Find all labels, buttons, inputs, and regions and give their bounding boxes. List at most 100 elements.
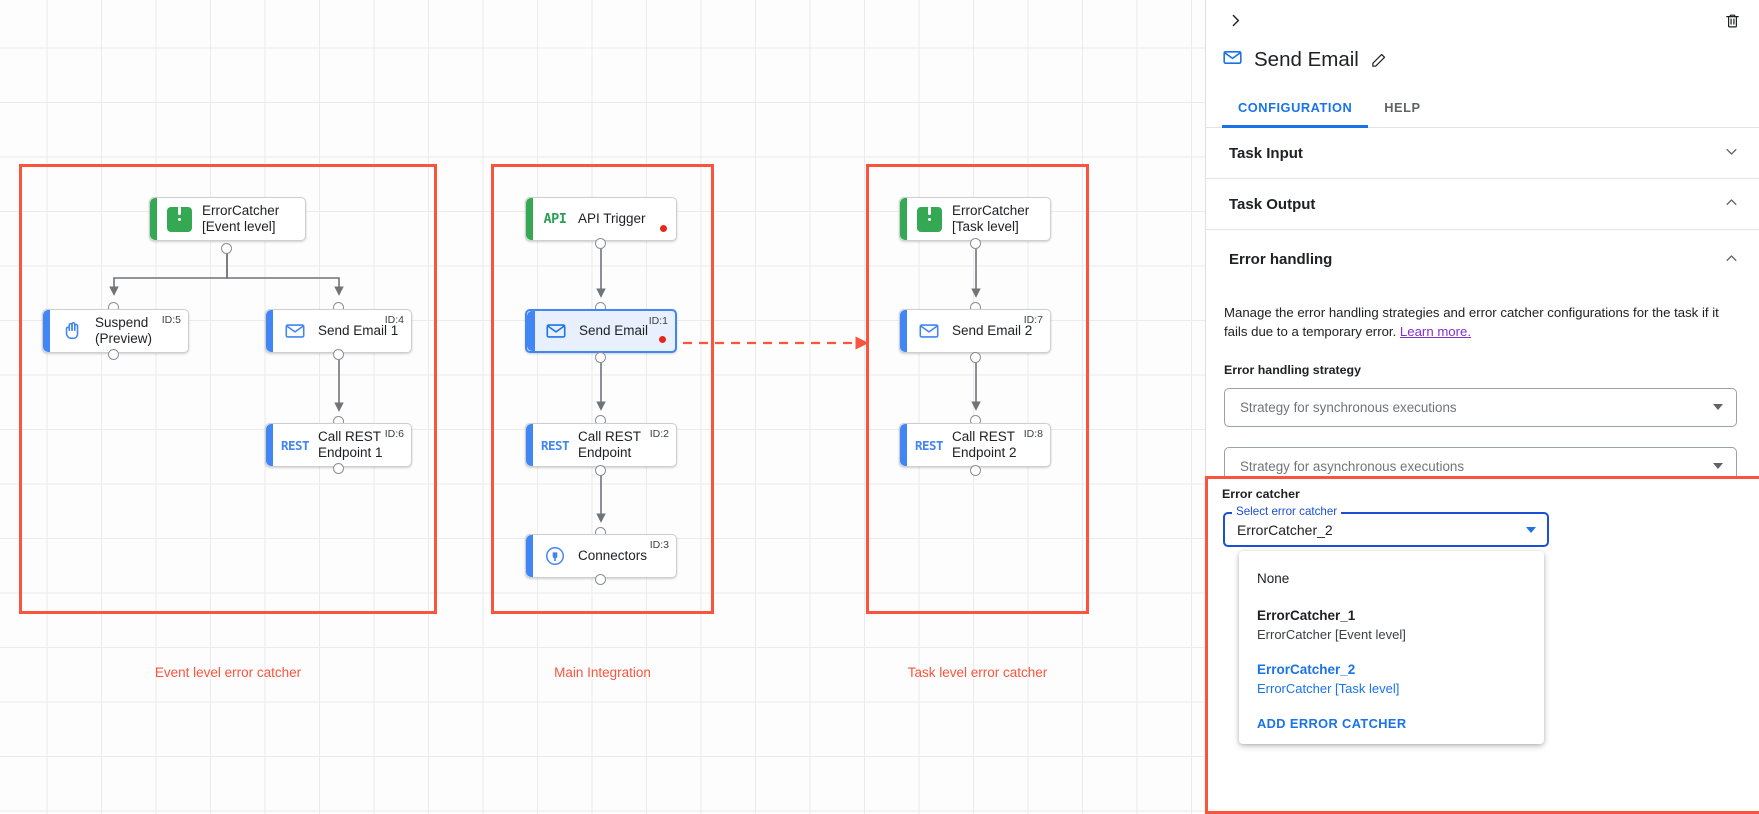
group-frame-task-level xyxy=(866,164,1089,614)
dropdown-option-none[interactable]: None xyxy=(1239,565,1544,594)
api-icon: API xyxy=(543,211,567,227)
learn-more-link[interactable]: Learn more. xyxy=(1399,324,1472,340)
node-accent-bar xyxy=(43,310,50,352)
option-primary-label: ErrorCatcher_1 xyxy=(1257,607,1356,623)
node-port-out[interactable] xyxy=(595,238,606,249)
node-send-email[interactable]: Send Email ID:1 xyxy=(525,309,677,353)
error-handling-strategy-label: Error handling strategy xyxy=(1224,362,1362,377)
dropdown-option-errorcatcher-1[interactable]: ErrorCatcher_1 ErrorCatcher [Event level… xyxy=(1239,594,1544,649)
select-error-catcher-value: ErrorCatcher_2 xyxy=(1237,521,1333,538)
node-label: Call REST Endpoint xyxy=(578,429,642,460)
error-handling-body: Manage the error handling strategies and… xyxy=(1206,289,1759,486)
section-label: Task Input xyxy=(1229,144,1303,162)
node-label: API Trigger xyxy=(578,211,646,227)
chevron-right-icon[interactable] xyxy=(1222,7,1248,33)
node-id-label: ID:4 xyxy=(384,314,404,326)
node-label: Suspend (Preview) xyxy=(95,315,153,346)
node-label: Call REST Endpoint 2 xyxy=(952,429,1017,460)
node-accent-bar xyxy=(150,198,157,240)
node-accent-bar xyxy=(526,198,533,240)
node-port-out[interactable] xyxy=(970,352,981,363)
section-error-handling[interactable]: Error handling xyxy=(1206,230,1759,289)
node-label: ErrorCatcher [Event level] xyxy=(202,203,280,234)
node-error-catcher-event-level[interactable]: ErrorCatcher [Event level] xyxy=(149,197,306,241)
tab-configuration[interactable]: CONFIGURATION xyxy=(1222,91,1369,128)
sync-strategy-select[interactable]: Strategy for synchronous executions xyxy=(1224,387,1737,427)
node-accent-bar xyxy=(526,535,533,577)
rest-icon: REST xyxy=(914,437,944,453)
node-accent-bar xyxy=(527,311,535,351)
error-catcher-icon xyxy=(166,206,192,232)
async-strategy-value: Strategy for asynchronous executions xyxy=(1240,458,1465,474)
flow-canvas[interactable]: Event level error catcher Main Integrati… xyxy=(0,0,1205,814)
node-send-email-2[interactable]: Send Email 2 ID:7 xyxy=(899,309,1051,353)
panel-tabs: CONFIGURATION HELP xyxy=(1206,91,1759,128)
node-label: Send Email 2 xyxy=(952,323,1033,339)
section-label: Task Output xyxy=(1229,195,1316,213)
section-task-input[interactable]: Task Input xyxy=(1206,128,1759,179)
group-caption-main-integration: Main Integration xyxy=(554,665,651,680)
add-error-catcher-button[interactable]: ADD ERROR CATCHER xyxy=(1257,716,1407,732)
node-error-catcher-task-level[interactable]: ErrorCatcher [Task level] xyxy=(899,197,1051,241)
node-port-out[interactable] xyxy=(333,463,344,474)
node-port-out[interactable] xyxy=(970,465,981,476)
node-accent-bar xyxy=(900,198,907,240)
group-caption-task-level: Task level error catcher xyxy=(907,665,1048,680)
chevron-up-icon xyxy=(1724,195,1739,213)
node-port-out[interactable] xyxy=(595,574,606,585)
node-send-email-1[interactable]: Send Email 1 ID:4 xyxy=(265,309,412,353)
node-id-label: ID:5 xyxy=(161,314,181,326)
panel-topbar xyxy=(1206,0,1759,40)
chevron-up-icon xyxy=(1724,251,1739,269)
section-task-output[interactable]: Task Output xyxy=(1206,179,1759,230)
chevron-down-icon xyxy=(1713,404,1723,411)
trash-icon[interactable] xyxy=(1719,7,1745,33)
node-call-rest-endpoint-2[interactable]: REST Call REST Endpoint 2 ID:8 xyxy=(899,423,1051,467)
envelope-icon xyxy=(916,318,942,344)
node-id-label: ID:3 xyxy=(649,539,669,551)
chevron-down-icon xyxy=(1526,526,1536,533)
group-frame-event-level xyxy=(19,164,437,614)
node-label: Send Email 1 xyxy=(318,323,399,339)
error-handling-description-text: Manage the error handling strategies and… xyxy=(1224,305,1719,340)
node-suspend-preview[interactable]: Suspend (Preview) ID:5 xyxy=(42,309,189,353)
envelope-icon xyxy=(282,318,308,344)
error-catcher-highlight-region: Error catcher ErrorCatcher_2 Select erro… xyxy=(1205,476,1759,814)
group-caption-event-level: Event level error catcher xyxy=(154,665,302,680)
node-call-rest-endpoint[interactable]: REST Call REST Endpoint ID:2 xyxy=(525,423,677,467)
node-id-label: ID:7 xyxy=(1023,314,1043,326)
node-id-label: ID:2 xyxy=(649,428,669,440)
node-port-out[interactable] xyxy=(970,238,981,249)
node-port-out[interactable] xyxy=(595,352,606,363)
node-port-out[interactable] xyxy=(108,349,119,360)
node-port-out[interactable] xyxy=(221,243,232,254)
tab-help[interactable]: HELP xyxy=(1384,100,1421,115)
node-accent-bar xyxy=(900,424,907,466)
node-call-rest-endpoint-1[interactable]: REST Call REST Endpoint 1 ID:6 xyxy=(265,423,412,467)
error-catcher-dropdown-menu: None ErrorCatcher_1 ErrorCatcher [Event … xyxy=(1239,551,1544,745)
error-indicator-dot xyxy=(659,336,666,343)
rest-icon: REST xyxy=(280,437,310,453)
node-api-trigger[interactable]: API API Trigger xyxy=(525,197,677,241)
node-label: Send Email xyxy=(579,323,649,339)
node-label: Call REST Endpoint 1 xyxy=(318,429,383,460)
node-port-out[interactable] xyxy=(333,349,344,360)
error-catcher-label: Error catcher xyxy=(1222,487,1300,501)
page-title: Send Email xyxy=(1254,48,1359,71)
option-primary-label: ErrorCatcher_2 xyxy=(1257,661,1356,677)
select-error-catcher-legend: Select error catcher xyxy=(1232,505,1342,518)
chevron-down-icon xyxy=(1724,144,1739,162)
chevron-down-icon xyxy=(1713,463,1723,470)
envelope-icon xyxy=(543,318,569,344)
option-secondary-label: ErrorCatcher [Task level] xyxy=(1257,680,1400,696)
node-accent-bar xyxy=(266,310,273,352)
dropdown-option-errorcatcher-2[interactable]: ErrorCatcher_2 ErrorCatcher [Task level] xyxy=(1239,649,1544,703)
node-port-out[interactable] xyxy=(595,465,606,476)
option-secondary-label: ErrorCatcher [Event level] xyxy=(1257,626,1406,642)
error-catcher-icon xyxy=(916,206,942,232)
pencil-icon[interactable] xyxy=(1370,52,1387,69)
envelope-icon xyxy=(1222,47,1243,73)
node-connectors[interactable]: Connectors ID:3 xyxy=(525,534,677,578)
node-id-label: ID:6 xyxy=(384,428,404,440)
